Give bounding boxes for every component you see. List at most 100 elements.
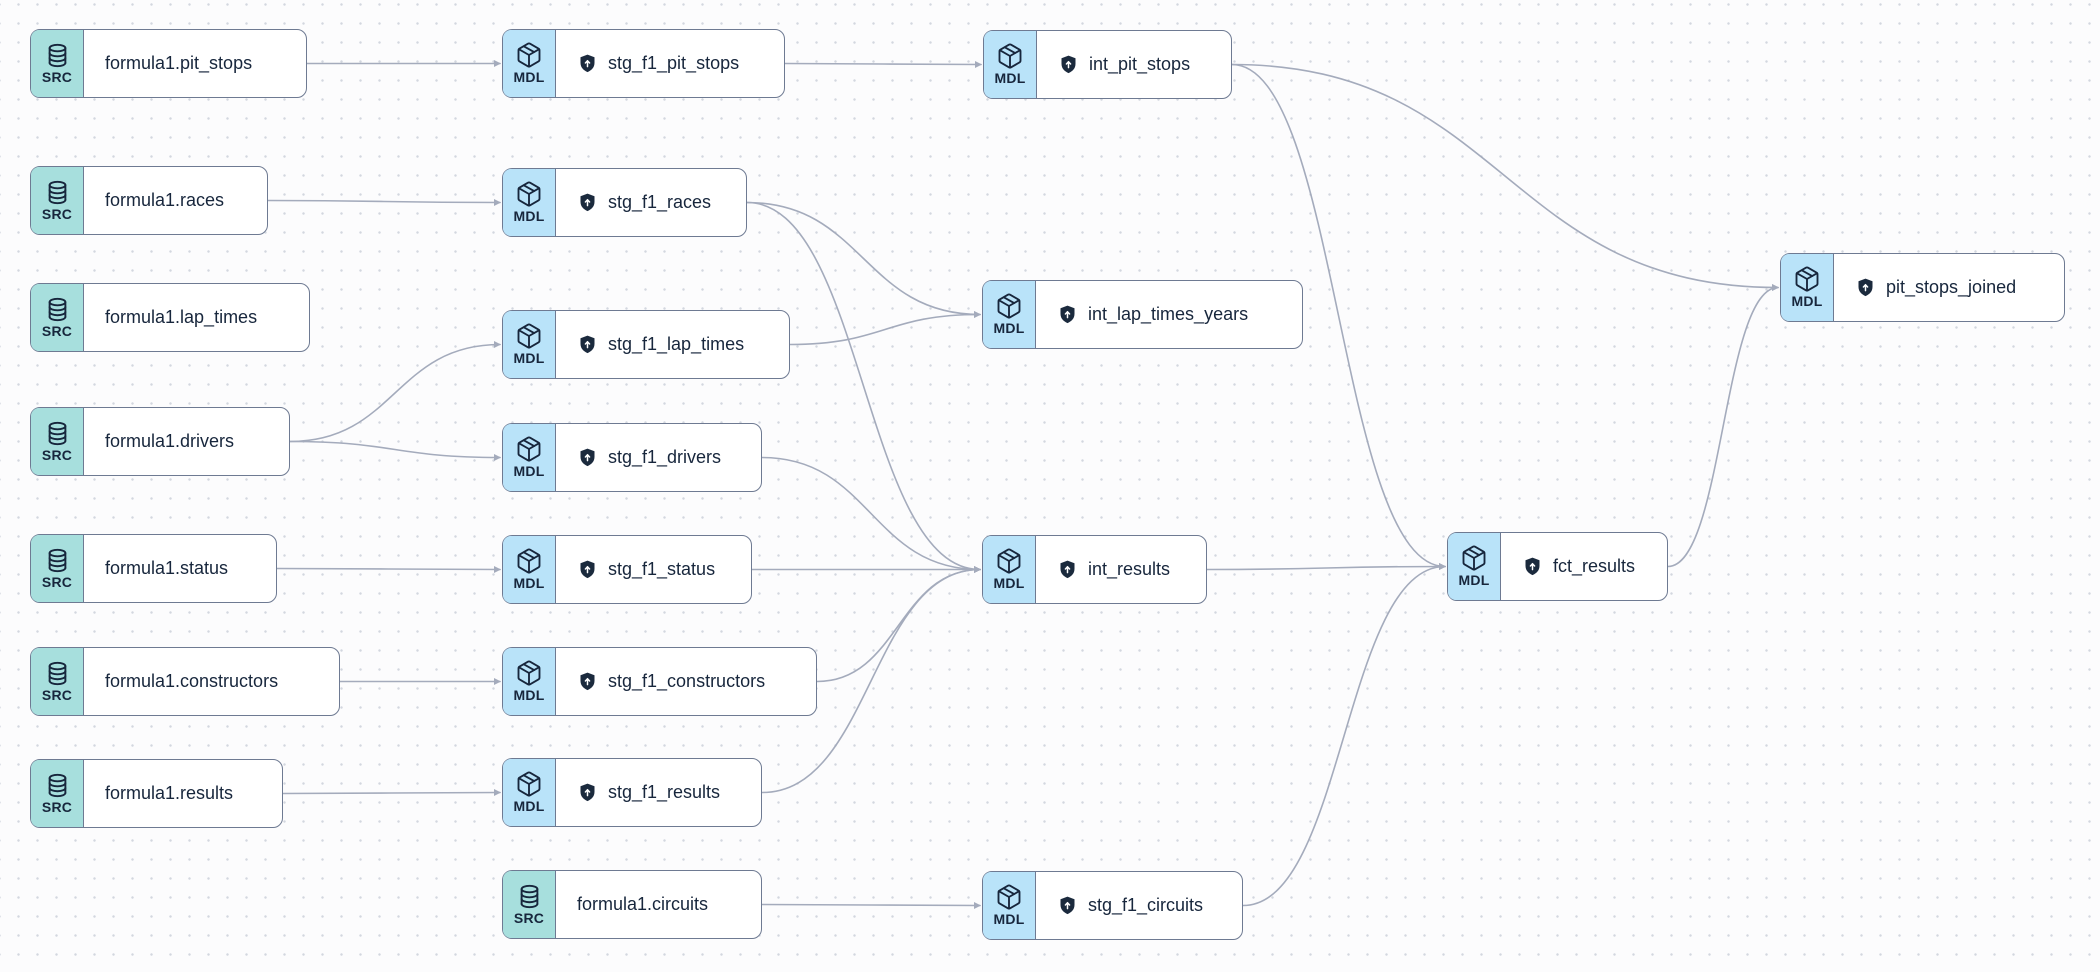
node-type-badge: MDL (503, 311, 556, 378)
node-body: formula1.drivers (84, 408, 289, 475)
node-type-badge: MDL (503, 169, 556, 236)
shield-icon (1061, 55, 1076, 74)
node-stg_lap_times[interactable]: MDL stg_f1_lap_times (502, 310, 790, 379)
edge-stg_results--int_results (761, 566, 981, 794)
node-type-badge: MDL (983, 872, 1036, 939)
node-stg_constructors[interactable]: MDL stg_f1_constructors (502, 647, 817, 716)
cube-icon (1462, 545, 1486, 571)
cube-icon (997, 293, 1021, 319)
edge-src_status--stg_status (276, 565, 501, 573)
node-body: stg_f1_drivers (556, 424, 761, 491)
node-label: formula1.results (105, 783, 234, 803)
node-label: stg_f1_constructors (608, 671, 766, 691)
cube-icon (1795, 266, 1819, 292)
edge-src_results--stg_results (282, 789, 501, 797)
node-src_circuits[interactable]: SRC formula1.circuits (502, 870, 762, 939)
node-stg_results[interactable]: MDL stg_f1_results (502, 758, 762, 827)
node-type-label: SRC (41, 798, 73, 815)
node-label: stg_f1_pit_stops (608, 53, 740, 73)
node-type-badge: MDL (983, 281, 1036, 348)
edge-stg_lap_times--int_lap_times_years (789, 311, 981, 346)
shield-icon (580, 560, 595, 579)
node-label: formula1.circuits (577, 894, 709, 914)
node-label: formula1.status (105, 558, 229, 578)
node-type-badge: MDL (1781, 254, 1834, 321)
shield-icon (1858, 278, 1873, 297)
node-type-label: SRC (41, 205, 73, 222)
node-label: stg_f1_lap_times (608, 334, 745, 354)
node-type-label: MDL (994, 70, 1026, 87)
node-type-label: MDL (513, 575, 545, 592)
cube-icon (517, 323, 541, 349)
node-type-badge: MDL (503, 30, 556, 97)
node-label: int_pit_stops (1089, 54, 1191, 74)
node-body: stg_f1_circuits (1036, 872, 1242, 939)
node-label: pit_stops_joined (1886, 277, 2017, 297)
node-stg_circuits[interactable]: MDL stg_f1_circuits (982, 871, 1243, 940)
cube-icon (997, 884, 1021, 910)
node-body: stg_f1_pit_stops (556, 30, 784, 97)
node-body: stg_f1_results (556, 759, 761, 826)
node-body: stg_f1_status (556, 536, 751, 603)
node-type-label: MDL (513, 798, 545, 815)
node-int_results[interactable]: MDL int_results (982, 535, 1207, 604)
shield-icon (1525, 557, 1540, 576)
node-type-badge: MDL (984, 31, 1037, 98)
edge-int_pit_stops--pit_stops_joined (1231, 63, 1779, 291)
node-src_races[interactable]: SRC formula1.races (30, 166, 268, 235)
shield-icon (580, 672, 595, 691)
cube-icon (517, 771, 541, 797)
node-type-badge: SRC (31, 760, 84, 827)
node-type-label: MDL (993, 320, 1025, 337)
node-body: formula1.results (84, 760, 282, 827)
node-label: stg_f1_circuits (1088, 895, 1204, 915)
edge-fct_results--pit_stops_joined (1667, 284, 1779, 568)
node-stg_drivers[interactable]: MDL stg_f1_drivers (502, 423, 762, 492)
shield-icon (580, 448, 595, 467)
shield-icon (1060, 305, 1075, 324)
node-type-badge: MDL (983, 536, 1036, 603)
database-icon (48, 773, 66, 797)
node-src_drivers[interactable]: SRC formula1.drivers (30, 407, 290, 476)
database-icon (520, 884, 538, 908)
node-body: int_results (1036, 536, 1206, 603)
database-icon (48, 661, 66, 685)
node-type-label: SRC (513, 909, 545, 926)
node-int_pit_stops[interactable]: MDL int_pit_stops (983, 30, 1232, 99)
database-icon (48, 43, 66, 67)
node-body: formula1.races (84, 167, 267, 234)
node-type-label: MDL (513, 463, 545, 480)
node-type-badge: SRC (31, 167, 84, 234)
node-label: stg_f1_results (608, 782, 721, 802)
node-label: formula1.lap_times (105, 307, 258, 327)
edge-stg_races--int_lap_times_years (746, 201, 981, 318)
shield-icon (580, 335, 595, 354)
edge-stg_circuits--fct_results (1242, 563, 1446, 907)
node-type-badge: SRC (31, 408, 84, 475)
node-type-label: MDL (1791, 293, 1823, 310)
node-label: int_results (1088, 559, 1171, 579)
shield-icon (580, 193, 595, 212)
node-type-label: MDL (993, 575, 1025, 592)
node-src_results[interactable]: SRC formula1.results (30, 759, 283, 828)
node-pit_stops_joined[interactable]: MDL pit_stops_joined (1780, 253, 2065, 322)
edge-stg_drivers--int_results (761, 456, 981, 573)
node-label: formula1.constructors (105, 671, 279, 691)
node-type-label: MDL (513, 687, 545, 704)
node-body: formula1.lap_times (84, 284, 309, 351)
edge-src_drivers--stg_lap_times (289, 341, 501, 443)
node-body: pit_stops_joined (1834, 254, 2064, 321)
node-stg_status[interactable]: MDL stg_f1_status (502, 535, 752, 604)
node-type-badge: MDL (503, 536, 556, 603)
node-stg_pit_stops[interactable]: MDL stg_f1_pit_stops (502, 29, 785, 98)
node-type-label: SRC (41, 446, 73, 463)
